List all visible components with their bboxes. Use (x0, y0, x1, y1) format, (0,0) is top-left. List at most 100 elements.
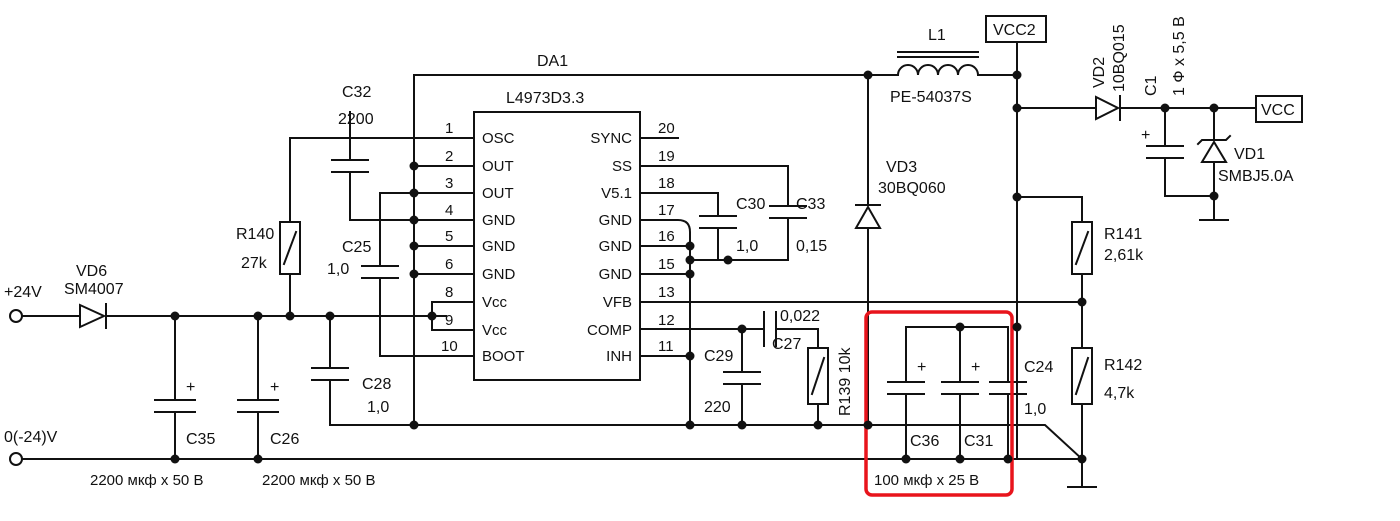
pin-name-13: VFB (603, 294, 632, 311)
c32-value: 2200 (338, 111, 374, 128)
c24-ref: C24 (1024, 359, 1053, 376)
vd1-value: SMBJ5.0A (1218, 168, 1294, 185)
svg-text:+: + (917, 359, 926, 376)
resistor-r139: R139 10k (807, 347, 854, 417)
inductor-l1: L1 PE-54037S (890, 27, 980, 106)
c29-value: 220 (704, 399, 731, 416)
svg-text:+: + (971, 359, 980, 376)
cap-c32: C32 2200 (331, 84, 374, 173)
resistor-r140: R140 27k (236, 221, 301, 275)
vd3-ref: VD3 (886, 159, 917, 176)
vd2-ref: VD2 (1091, 57, 1108, 88)
cap-c1: + C1 1 Ф х 5,5 В (1141, 16, 1188, 159)
pin-name-17: GND (599, 212, 633, 229)
c1-value: 1 Ф х 5,5 В (1171, 16, 1188, 96)
cap-c25: C25 1,0 (327, 239, 399, 279)
r141-ref: R141 (1104, 226, 1142, 243)
resistor-r142: R142 4,7k (1071, 347, 1142, 405)
pin-num-17: 17 (658, 202, 675, 219)
diode-vd6: VD6 SM4007 (64, 263, 124, 329)
pin-name-9: Vcc (482, 322, 508, 339)
net-label-vcc2: VCC2 (985, 15, 1047, 43)
cap-c26: + C26 2200 мкф х 50 В (237, 379, 375, 489)
c25-ref: C25 (342, 239, 371, 256)
svg-text:+: + (1141, 127, 1150, 144)
pin-num-13: 13 (658, 284, 675, 301)
pin-num-1: 1 (445, 120, 453, 137)
pin-num-6: 6 (445, 256, 453, 273)
l1-ref: L1 (928, 27, 946, 44)
c32-ref: C32 (342, 84, 371, 101)
c24-value: 1,0 (1024, 401, 1046, 418)
pin-num-19: 19 (658, 148, 675, 165)
pin-num-10: 10 (441, 338, 458, 355)
pin-num-4: 4 (445, 202, 453, 219)
pin-num-18: 18 (658, 175, 675, 192)
pin-num-9: 9 (445, 312, 453, 329)
l1-value: PE-54037S (890, 89, 972, 106)
c36-ref: C36 (910, 433, 939, 450)
terminal-plus (9, 309, 23, 323)
out-caps-value: 100 мкф х 25 В (874, 472, 979, 489)
c28-value: 1,0 (367, 399, 389, 416)
cap-c27: 0,022 C27 (763, 308, 820, 353)
vd1-ref: VD1 (1234, 146, 1265, 163)
c30-ref: C30 (736, 196, 765, 213)
c26-ref: C26 (270, 431, 299, 448)
pin-name-4: GND (482, 212, 516, 229)
c27-ref: C27 (772, 336, 801, 353)
r139-label: R139 10k (837, 347, 854, 417)
cap-c30: C30 1,0 (699, 196, 765, 255)
pin-name-12: COMP (587, 322, 632, 339)
pin-name-15: GND (599, 266, 633, 283)
c29-ref: C29 (704, 348, 733, 365)
pin-name-10: BOOT (482, 348, 525, 365)
c30-value: 1,0 (736, 238, 758, 255)
r142-ref: R142 (1104, 357, 1142, 374)
junction-dots (170, 70, 1219, 464)
pin-num-16: 16 (658, 228, 675, 245)
pin-num-8: 8 (445, 284, 453, 301)
pin-num-15: 15 (658, 256, 675, 273)
pin-name-3: OUT (482, 185, 514, 202)
c33-value: 0,15 (796, 238, 827, 255)
c35-ref: C35 (186, 431, 215, 448)
cap-c28: C28 1,0 (311, 367, 391, 416)
pin-name-5: GND (482, 238, 516, 255)
ic-da1: DA1 L4973D3.3 OSC OUT OUT GND GND GND Vc… (441, 53, 675, 381)
r140-ref: R140 (236, 226, 274, 243)
cap-c29: C29 220 (704, 348, 761, 416)
pin-num-2: 2 (445, 148, 453, 165)
highlight-box (864, 310, 1014, 497)
c25-value: 1,0 (327, 261, 349, 278)
pin-name-6: GND (482, 266, 516, 283)
pin-name-11: INH (606, 348, 632, 365)
c26-value: 2200 мкф х 50 В (262, 472, 375, 489)
label-minus: 0(-24)V (4, 429, 58, 446)
pin-name-19: SS (612, 158, 632, 175)
vd6-value: SM4007 (64, 281, 124, 298)
ic-part: L4973D3.3 (506, 90, 584, 107)
diode-vd1: VD1 SMBJ5.0A (1196, 134, 1294, 185)
ic-ref: DA1 (537, 53, 568, 70)
vd6-ref: VD6 (76, 263, 107, 280)
pin-name-18: V5.1 (601, 185, 632, 202)
cap-c31: + C31 (941, 359, 993, 450)
c31-ref: C31 (964, 433, 993, 450)
c27-value: 0,022 (780, 308, 820, 325)
vd2-value: 10BQ015 (1111, 24, 1128, 92)
svg-text:+: + (186, 379, 195, 396)
r142-value: 4,7k (1104, 385, 1135, 402)
svg-text:VCC2: VCC2 (993, 22, 1036, 39)
pin-name-2: OUT (482, 158, 514, 175)
label-plus24v: +24V (4, 284, 42, 301)
resistor-r141: R141 2,61k (1071, 221, 1144, 275)
terminal-minus (9, 452, 23, 466)
input-terminals: +24V 0(-24)V (4, 284, 58, 466)
pin-name-8: Vcc (482, 294, 508, 311)
pin-num-20: 20 (658, 120, 675, 137)
svg-text:VCC: VCC (1261, 102, 1295, 119)
cap-c36: + C36 (887, 359, 939, 450)
diode-vd2: VD2 10BQ015 (1091, 24, 1128, 121)
svg-text:+: + (270, 379, 279, 396)
